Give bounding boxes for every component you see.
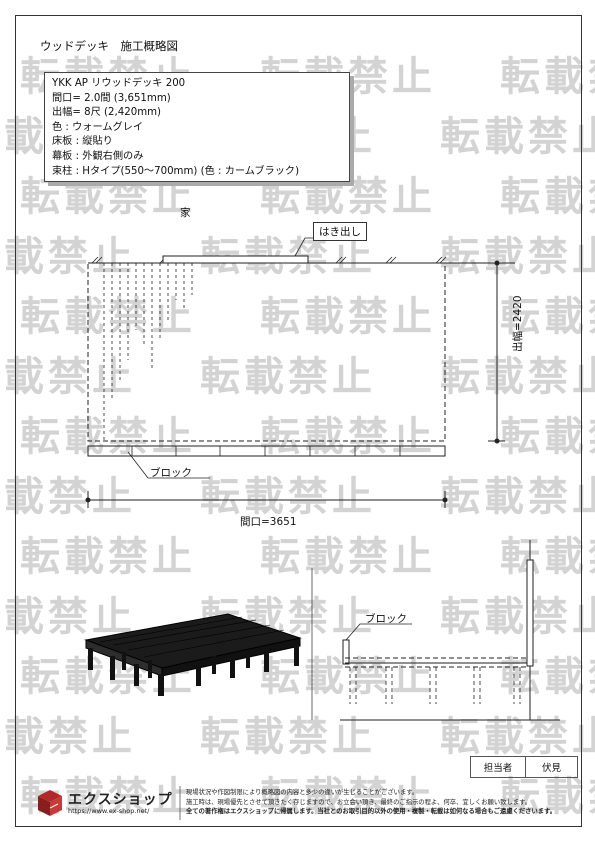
depth-dimension-label: 出幅=2420 <box>512 295 524 352</box>
spec-fascia: 幕板 : 外観右側のみ <box>52 150 144 162</box>
floorboard-lines <box>103 263 193 441</box>
brand-box-icon <box>38 790 62 816</box>
block-dividers <box>131 446 401 456</box>
notice-line: 現場状況や作図制限により概略図の内容と多少の違いが生じることがございます。 <box>186 789 419 796</box>
sign-role: 担当者 <box>471 757 526 777</box>
spec-product: YKK AP リウッドデッキ 200 <box>52 78 186 89</box>
plan-view <box>85 237 515 508</box>
overhang-label: はき出し <box>313 222 367 241</box>
width-dimension-label: 間口=3651 <box>240 516 297 528</box>
brand-url: https://www.ex-shop.net/ <box>68 807 150 815</box>
deck-outline <box>87 262 446 442</box>
window-section <box>526 559 534 667</box>
page-title: ウッドデッキ 施工概略図 <box>40 39 178 53</box>
spec-width: 間口= 2.0間 (3,651mm) <box>52 92 171 104</box>
side-block-label: ブロック <box>365 613 407 625</box>
side-view <box>340 540 560 721</box>
spec-post: 束柱 : Hタイプ(550～700mm) (色 : カームブラック) <box>52 165 300 177</box>
spec-color: 色 : ウォームグレイ <box>52 121 144 133</box>
spec-floorboard: 床板 : 縦貼り <box>52 136 113 148</box>
deck-3d-view <box>84 613 302 696</box>
sign-box: 担当者 伏見 <box>470 756 578 778</box>
brand-name: エクスショップ <box>68 792 173 808</box>
notice-line: 全ての著作権はエクスショップに帰属します。当社とのお取引目的以外の使用・複製・転… <box>186 808 557 815</box>
window-opening <box>162 255 309 264</box>
side-block <box>342 639 350 665</box>
block-label: ブロック <box>150 467 192 479</box>
footer-notice: 現場状況や作図制限により概略図の内容と多少の違いが生じることがございます。 施工… <box>186 788 556 817</box>
block-leader <box>127 451 210 479</box>
spec-box: YKK AP リウッドデッキ 200 間口= 2.0間 (3,651mm) 出幅… <box>44 72 350 182</box>
drawing-sheet-border <box>15 15 582 827</box>
notice-line: 施工時は、現場優先とさせて頂きたく存じますので、お立会い頂き、最終のご指示の程よ… <box>186 798 532 806</box>
side-block-leader <box>345 623 412 641</box>
spec-depth: 出幅= 8尺 (2,420mm) <box>52 107 162 119</box>
house-label: 家 <box>180 207 191 219</box>
block-row <box>87 445 446 457</box>
sign-name: 伏見 <box>541 763 561 774</box>
